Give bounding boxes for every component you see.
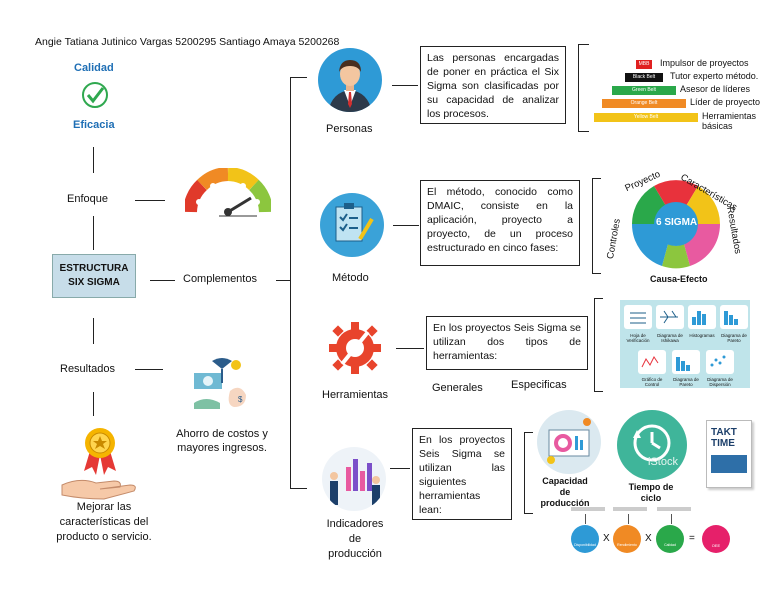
calidad-label: Calidad [74,62,114,74]
calidad-oee-icon [656,525,684,553]
belt-green-label: Asesor de líderes [680,84,751,94]
connector [93,147,94,173]
belt-black: Black Belt [625,73,663,82]
oee-icon [702,525,730,553]
eficacia-label: Eficacia [73,119,115,131]
connector [93,318,94,344]
belt-green: Green Belt [612,86,676,95]
oee-item-label: Rendimiento [617,543,637,547]
oee-item-label: OEE [711,543,721,548]
tool-label: Histogramas [689,333,715,338]
gear-tools-icon [322,318,388,380]
tool-label: Gráfico de Control [641,377,663,387]
belt-mbb: MBB [636,60,652,69]
indicadores-bracket [524,432,533,514]
metodo-bracket [592,178,601,274]
hand-award-icon [60,425,140,500]
clock-cycle-icon [617,410,687,480]
herramientas-description: En los proyectos Seis Sigma se utilizan … [426,316,588,370]
estructura-line2: SIX SIGMA [68,277,120,288]
indicadores-line2: de [348,533,362,545]
mejorar-text: Mejorar las características del producto… [42,500,166,545]
complementos-label: Complementos [183,273,257,285]
ahorro-line1: Ahorro de costos y [176,428,268,440]
indicadores-line3: producción [328,548,382,560]
connector [392,85,418,86]
mejorar-line3: producto o servicio. [56,531,152,543]
checklist-icon [320,193,384,257]
oee-item-label: Disponibilidad [574,543,596,547]
personas-label: Personas [326,123,373,135]
op-equals: = [689,533,695,544]
mejorar-line1: Mejorar las [76,501,132,513]
takt-time-book: TAKT TIME [706,420,752,488]
ahorro-text: Ahorro de costos y mayores ingresos. [165,427,279,455]
herramientas-bracket [594,298,603,392]
disponibilidad-icon [571,525,599,553]
takt-line2: TIME [711,438,735,449]
tool-label: Diagrama de Pareto [673,377,699,387]
rendimiento-icon [613,525,641,553]
connector [390,468,410,469]
indicadores-description: En los proyectos Seis Sigma se utilizan … [412,428,512,520]
person-icon [318,48,382,112]
istock-watermark: iStock [648,456,678,468]
estructura-box: ESTRUCTURA SIX SIGMA [52,254,136,298]
personas-description: Las personas encargadas de poner en prác… [420,46,566,124]
connector [135,369,163,370]
dmaic-wheel [614,168,764,278]
estructura-line1: ESTRUCTURA [59,263,129,274]
wheel-center: 6 SIGMA [656,217,698,228]
belt-yellow-label: Herramientas básicas [702,111,757,131]
belt-orange-label: Líder de proyecto [690,97,761,107]
connector [93,392,94,416]
gauge-icon [183,167,273,218]
metodo-description: El método, conocido como DMAIC, consiste… [420,180,580,266]
op-multiply: X [603,533,610,544]
generales-label: Generales [432,382,483,394]
resultados-label: Resultados [60,363,116,375]
check-icon [80,80,110,110]
indicadores-line1: Indicadores [326,518,384,530]
svg-text:$: $ [238,395,243,404]
connector [93,216,94,250]
tool-label: Diagrama de Pareto [721,333,747,343]
connector [135,200,165,201]
indicators-people-icon [322,447,386,511]
tool-label: Diagrama de Ishikawa [657,333,683,343]
capacidad-label: Capacidad de producción [540,476,590,508]
ahorro-line2: mayores ingresos. [177,442,267,454]
authors-header: Angie Tatiana Jutinico Vargas 5200295 Sa… [35,36,340,48]
tool-label: Diagrama de Dispersión [707,377,733,387]
belt-orange: Orange Belt [602,99,686,108]
herramientas-label: Herramientas [322,389,389,401]
connector [396,348,424,349]
tools-glyphs [630,310,738,371]
takt-line1: TAKT [711,427,737,438]
tiempo-label: Tiempo de ciclo [628,482,674,503]
capacidad-icon [537,410,601,474]
op-multiply: X [645,533,652,544]
enfoque-label: Enfoque [67,193,108,205]
oee-formula: X X = Disponibilidad Rendimiento Calidad… [565,505,745,565]
belt-mbb-label: Impulsor de proyectos [660,58,749,68]
oee-item-label: Calidad [664,543,676,547]
belt-black-label: Tutor experto método. [670,71,759,81]
indicadores-label: Indicadores de producción [318,517,392,562]
belt-yellow: Yellow Belt [594,113,698,122]
connector [276,280,290,281]
tool-checksheet-icon [624,305,652,329]
personas-bracket [578,44,589,132]
tool-label: Hoja de Verificación [626,333,650,343]
especificas-label: Especificas [511,379,567,391]
connector [150,280,175,281]
main-bracket [290,77,307,489]
mejorar-line2: características del [59,516,149,528]
money-savings-icon: $ [190,355,250,415]
connector [393,225,419,226]
metodo-label: Método [332,272,369,284]
causa-efecto-label: Causa-Efecto [650,274,708,284]
